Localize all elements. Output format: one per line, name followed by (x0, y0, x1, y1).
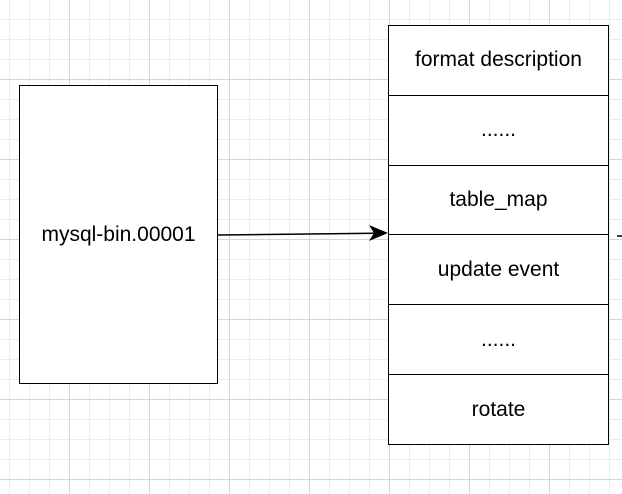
connector-arrow-line (217, 232, 376, 236)
event-ellipsis-upper: ...... (389, 94, 608, 165)
event-ellipsis-lower: ...... (389, 304, 608, 374)
event-update: update event (389, 234, 608, 304)
event-rotate: rotate (389, 374, 608, 444)
event-table-map: table_map (389, 164, 608, 235)
binlog-event-stack: format description ...... table_map upda… (388, 25, 609, 445)
binlog-file-box: mysql-bin.00001 (19, 85, 218, 384)
binlog-file-label: mysql-bin.00001 (41, 222, 196, 246)
event-format-description: format description (415, 48, 582, 72)
connector-arrow-head (369, 225, 388, 241)
